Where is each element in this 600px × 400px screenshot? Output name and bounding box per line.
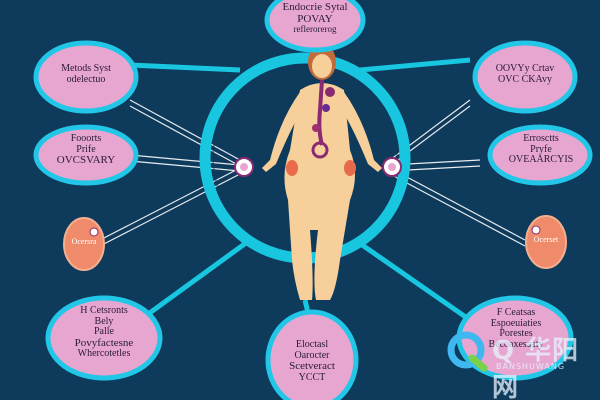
node-right-top-bubble — [472, 40, 578, 114]
node-right-mid-bubble — [487, 124, 593, 186]
watermark-subtext: BANSHUWANG — [496, 362, 566, 371]
human-figure — [262, 44, 382, 300]
node-left-mid-bubble — [33, 124, 139, 186]
node-top-bubble — [264, 0, 366, 53]
connector-right-top — [359, 57, 471, 73]
connector-left-bottom — [138, 237, 252, 323]
node-left-bottom-bubble — [45, 295, 163, 381]
connector-left-top — [129, 62, 241, 73]
watermark-logo-icon — [447, 331, 488, 372]
watermark: Q 华阳网 BANSHUWANG — [446, 326, 596, 400]
node-right-ovary-bubble — [525, 215, 567, 269]
node-left-ovary-bubble — [63, 217, 105, 271]
node-bottom-bubble — [265, 309, 359, 400]
node-left-top-bubble — [33, 40, 139, 114]
watermark-text: Q 华阳网 — [492, 336, 580, 400]
connector-right-bottom — [353, 237, 472, 323]
